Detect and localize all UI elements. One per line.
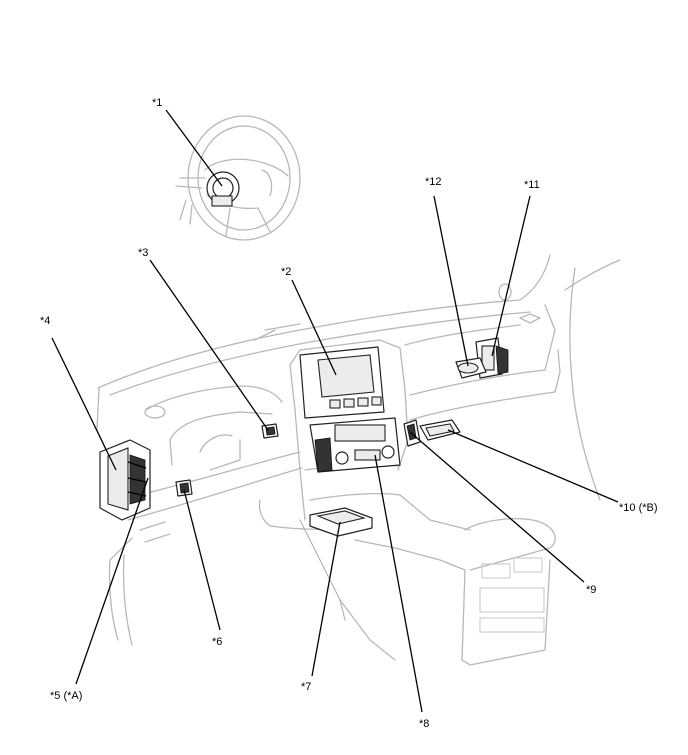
leader-line-12 xyxy=(433,195,469,367)
steering-wheel-illustration xyxy=(175,115,301,241)
small-module-3 xyxy=(261,423,279,439)
leader-line-6 xyxy=(183,489,221,631)
callout-8: *8 xyxy=(419,718,429,730)
callout-9: *9 xyxy=(586,584,596,596)
callout-11: *11 xyxy=(524,179,540,191)
leader-line-9 xyxy=(409,431,585,583)
leader-line-7 xyxy=(311,521,341,677)
connector-6-part xyxy=(175,479,193,497)
callout-10: *10 (*B) xyxy=(619,502,658,514)
callout-2: *2 xyxy=(281,266,291,278)
callout-12: *12 xyxy=(425,176,442,188)
callout-3: *3 xyxy=(138,247,148,259)
center-panel-part xyxy=(309,417,401,473)
leader-line-5 xyxy=(75,477,149,685)
callout-4: *4 xyxy=(40,315,50,327)
leader-line-1 xyxy=(165,109,223,187)
leader-line-3 xyxy=(149,259,269,431)
leader-line-8 xyxy=(374,454,423,713)
callout-5: *5 (*A) xyxy=(50,690,82,702)
leader-line-11 xyxy=(491,195,531,357)
floor-ecu-7-part xyxy=(309,507,373,537)
airbag-module-part xyxy=(206,171,240,207)
leader-line-10 xyxy=(447,429,619,503)
leader-line-4 xyxy=(51,337,117,471)
callout-7: *7 xyxy=(301,681,311,693)
display-unit-part xyxy=(299,346,385,419)
callout-1: *1 xyxy=(152,97,162,109)
callout-6: *6 xyxy=(212,636,222,648)
module-10-part xyxy=(419,419,461,441)
leader-line-2 xyxy=(291,279,337,376)
